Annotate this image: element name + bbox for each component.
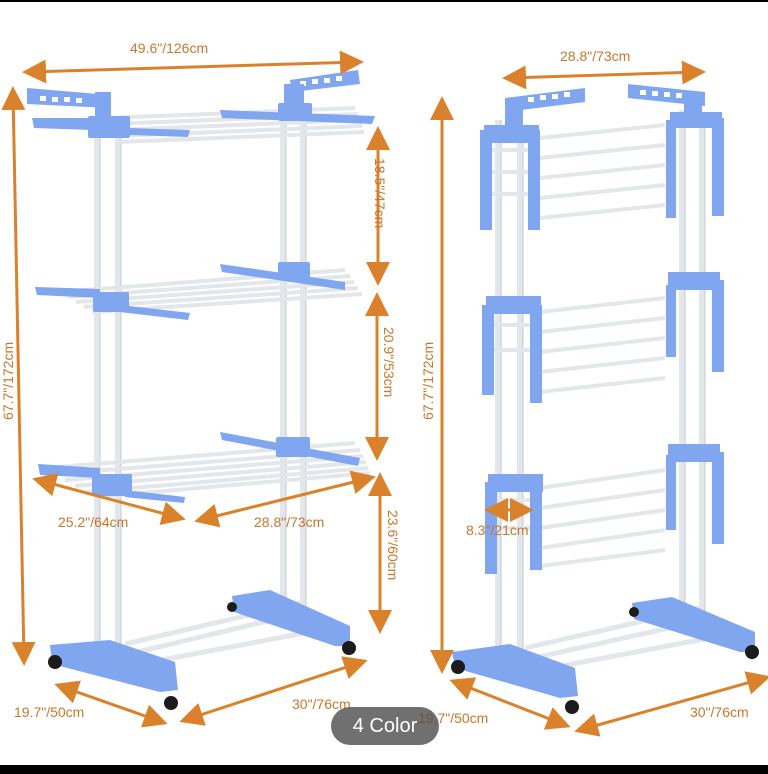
dim-shelf-width: 28.8"/73cm [254,514,325,530]
top-border [0,0,768,2]
dim-top-width-right: 28.8"/73cm [560,48,631,64]
dim-total-width-left: 49.6"/126cm [130,40,209,56]
right-tier-2 [482,272,724,403]
right-base [451,597,759,714]
right-rack [451,84,759,714]
left-tier-1 [27,70,375,144]
dim-wing-width: 25.2"/64cm [58,514,129,530]
dim-base-length-right: 30"/76cm [690,704,749,720]
left-base [48,590,356,710]
dim-tier2-spacing: 20.9"/53cm [381,327,397,398]
dim-tier1-spacing: 18.5"/47cm [372,158,388,229]
right-tier-1 [480,84,724,230]
color-variant-badge[interactable]: 4 Color [331,707,439,745]
dim-base-depth-left: 19.7"/50cm [14,704,85,720]
dim-total-height-right: 67.7"/172cm [420,341,436,420]
dimension-lines [1,50,768,737]
dim-total-height-left: 67.7"/172cm [0,341,16,420]
left-tier-2 [35,262,363,320]
bottom-border [0,765,768,774]
left-rack [27,70,375,710]
dim-bottom-spacing: 23.6"/60cm [385,510,401,581]
dim-base-length-left: 30"/76cm [292,696,351,712]
dim-wing-depth: 8.3"/21cm [466,522,529,538]
